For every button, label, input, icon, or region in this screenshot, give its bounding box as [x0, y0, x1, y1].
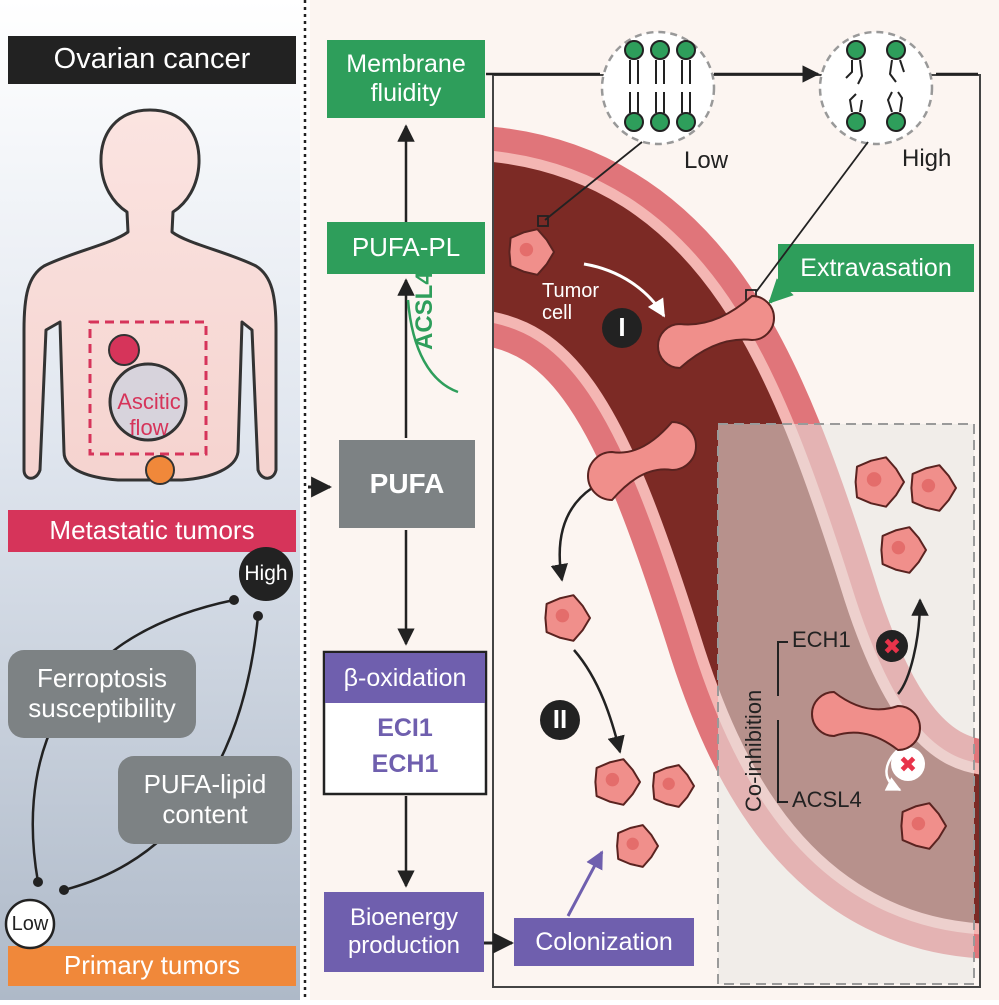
tumor-cell-inhibited-3-nucleus	[891, 540, 906, 555]
flow-label: flow	[129, 415, 169, 440]
ascitic-flow-circle	[108, 362, 188, 442]
tumor-cell-colony-1-nucleus	[605, 772, 620, 787]
metastatic-tumor-dot	[108, 334, 140, 366]
extravasation-label: Extravasation	[800, 253, 952, 282]
ferroptosis-label: Ferroptosis susceptibility	[28, 663, 176, 723]
eci1-label: ECI1	[377, 713, 433, 742]
tumor-cell-colony-3-nucleus	[626, 837, 639, 850]
tumor-cell-inhibited-1-nucleus	[866, 472, 882, 487]
abdomen-dashed-box	[88, 320, 208, 456]
tumor-cell-inhibited-2-nucleus	[921, 478, 936, 493]
acsl4-inhibit-mark	[891, 747, 925, 781]
membrane-high-circle	[818, 30, 934, 146]
acsl4-pathway-label: ACSL4	[411, 271, 438, 350]
membrane-fluidity-label: Membrane fluidity	[346, 50, 466, 107]
extravasation-box	[778, 244, 974, 292]
bioenergy-label: Bioenergy production	[347, 904, 461, 959]
ech1-inhibit-mark	[876, 630, 908, 662]
tumor-cell-exiting	[587, 420, 697, 502]
tumor-cell-migrating-nucleus	[555, 608, 570, 623]
tumor-cell-circulating-nucleus	[519, 242, 534, 257]
step-1-circle	[602, 308, 642, 348]
primary-bar	[8, 946, 296, 986]
pufa-box	[339, 440, 475, 528]
ferroptosis-box	[8, 650, 196, 738]
tumor-cell-coinhibited	[811, 690, 921, 752]
ech1-pathway-label: ECH1	[371, 749, 439, 778]
low-label: Low	[11, 912, 49, 935]
high-circle	[239, 547, 293, 601]
low-circle	[4, 898, 56, 950]
pufa-pl-label: PUFA-PL	[351, 232, 461, 263]
svg-text:✖: ✖	[883, 635, 901, 660]
membrane-low-label: Low	[684, 147, 729, 174]
tumor-cell-extravasating	[657, 294, 775, 370]
primary-tumor-dot	[145, 455, 175, 485]
tumor-cell-colony-2-nucleus	[662, 777, 675, 790]
tumor-cell-inhibited-4-nucleus	[911, 816, 926, 831]
acsl4-vessel-label: ACSL4	[792, 787, 862, 812]
pufa-lipid-label: PUFA-lipid content	[143, 769, 267, 829]
beta-oxidation-label: β-oxidation	[343, 663, 467, 692]
colonization-label: Colonization	[535, 927, 673, 956]
high-label: High	[244, 561, 288, 585]
step-2-circle	[540, 700, 580, 740]
pufa-lipid-box	[118, 756, 292, 844]
metastatic-bar	[8, 510, 296, 552]
title-bar	[8, 36, 296, 84]
beta-oxidation-header	[325, 653, 485, 703]
step-1-label: I	[618, 312, 626, 343]
membrane-low-circle	[600, 30, 716, 146]
svg-text:✖: ✖	[899, 753, 917, 778]
panel-title: Ovarian cancer	[53, 43, 251, 76]
pufa-label: PUFA	[369, 467, 445, 499]
coinhibition-label: Co-inhibition	[741, 689, 766, 812]
primary-label: Primary tumors	[63, 950, 241, 981]
ech1-vessel-label: ECH1	[792, 627, 851, 652]
metastatic-label: Metastatic tumors	[49, 515, 255, 546]
membrane-fluidity-box	[327, 40, 485, 118]
colonization-box	[514, 918, 694, 966]
pufa-pl-box	[327, 222, 485, 274]
membrane-high-label: High	[902, 145, 952, 172]
ascitic-label: Ascitic	[117, 389, 181, 414]
tumor-cell-label: Tumor cell	[542, 280, 600, 324]
bioenergy-box	[324, 892, 484, 972]
step-2-label: II	[552, 704, 568, 735]
